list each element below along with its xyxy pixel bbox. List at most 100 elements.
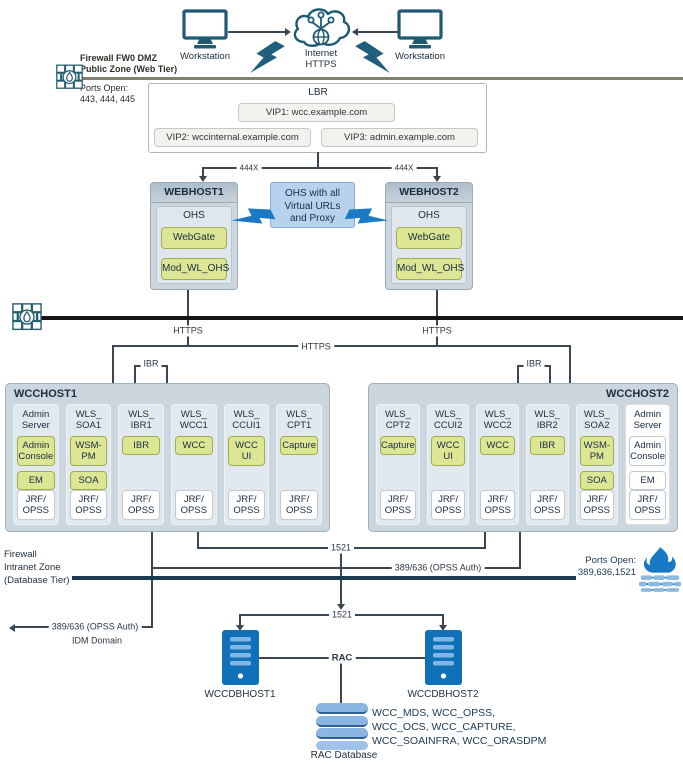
module-capture: Capture: [380, 436, 416, 455]
lightning-bolt-icon: [225, 198, 276, 239]
server-name: WLS_ CCUI1: [232, 409, 261, 431]
module-jrf-opss: JRF/ OPSS: [17, 490, 55, 520]
server-name: WLS_ CPT1: [286, 409, 313, 431]
disk: [316, 703, 368, 714]
column-wls-cpt1: WLS_ CPT1 Capture JRF/ OPSS: [276, 404, 323, 525]
firewall-intranet-icon: [639, 546, 681, 597]
webhost1-title: WEBHOST1: [151, 183, 237, 203]
port-444x-left-label: 444X: [236, 162, 262, 174]
column-wls-soa2: WLS_ SOA2 WSM- PM SOA JRF/ OPSS: [575, 404, 619, 525]
workstation-icon: [396, 8, 444, 55]
connector-line: [442, 614, 444, 626]
arrowhead: [285, 28, 291, 36]
connector-line: [112, 345, 571, 347]
connector-line: [519, 532, 521, 569]
server-name: WLS_ WCC2: [483, 409, 512, 431]
wccdbhost2-label: WCCDBHOST2: [407, 689, 479, 700]
server-name: WLS_ SOA1: [75, 409, 102, 431]
internet-cloud-icon: [289, 4, 353, 57]
module-soa: SOA: [579, 471, 615, 490]
wcchost2-box: WCCHOST2 WLS_ CPT2 Capture JRF/ OPSS WLS…: [368, 383, 678, 532]
https-right-label: HTTPS: [419, 325, 455, 337]
internet-label: Internet HTTPS: [304, 48, 338, 70]
webhost2-title: WEBHOST2: [386, 183, 472, 203]
port-1521-top-label: 1521: [327, 542, 355, 554]
module-soa: SOA: [69, 471, 108, 490]
server-name: WLS_ CPT2: [384, 409, 411, 431]
module-em: EM: [17, 471, 55, 490]
module-mod-wl-ohs: Mod_WL_OHS: [161, 258, 229, 280]
port-444x-right-label: 444X: [391, 162, 417, 174]
module-jrf-opss: JRF/ OPSS: [280, 490, 319, 520]
module-wsm-pm: WSM- PM: [69, 436, 108, 466]
lightning-bolt-icon: [344, 198, 396, 239]
wccdbhost1-label: WCCDBHOST1: [204, 689, 276, 700]
column-wls-soa1: WLS_ SOA1 WSM- PM SOA JRF/ OPSS: [65, 404, 112, 525]
module-jrf-opss: JRF/ OPSS: [430, 490, 466, 520]
module-ibr: IBR: [529, 436, 565, 455]
rac-database-icon: [316, 703, 368, 750]
connector-line: [134, 365, 136, 398]
module-ibr: IBR: [122, 436, 161, 455]
firewall-dmz-line: [80, 77, 683, 80]
module-jrf-opss: JRF/ OPSS: [69, 490, 108, 520]
module-admin-console: Admin Console: [17, 436, 55, 466]
firewall-intranet-ports: Ports Open: 389,636,1521: [577, 555, 636, 578]
connector-line: [436, 167, 438, 177]
wcchost2-columns: WLS_ CPT2 Capture JRF/ OPSS WLS_ CCUI2 W…: [376, 404, 670, 525]
workstation-left-label: Workstation: [180, 51, 230, 62]
column-admin-server: Admin Server Admin Console EM JRF/ OPSS: [13, 404, 59, 525]
server-name: WLS_ WCC1: [179, 409, 208, 431]
column-wls-wcc2: WLS_ WCC2 WCC JRF/ OPSS: [476, 404, 519, 525]
rac-database-label: RAC Database: [310, 750, 378, 761]
vip3-box: VIP3: admin.example.com: [321, 128, 478, 147]
connector-line: [202, 167, 204, 177]
wcchost1-title: WCCHOST1: [14, 388, 77, 400]
disk: [316, 728, 368, 739]
module-jrf-opss: JRF/ OPSS: [629, 490, 666, 520]
connector-line: [228, 31, 285, 33]
firewall-dmz-ports: Ports Open: 443, 444, 445: [80, 83, 136, 104]
column-wls-ccui1: WLS_ CCUI1 WCC UI JRF/ OPSS: [223, 404, 270, 525]
connector-line: [239, 614, 241, 626]
https-center-label: HTTPS: [298, 341, 334, 353]
server-name: WLS_ IBR1: [128, 409, 155, 431]
arrowhead: [439, 625, 447, 631]
module-admin-console: Admin Console: [629, 436, 666, 466]
workstation-icon: [181, 8, 229, 55]
connector-line: [317, 152, 319, 168]
module-wcc: WCC: [480, 436, 515, 455]
server-name: WLS_ CCUI2: [433, 409, 463, 431]
ohs-box: OHS WebGate Mod_WL_OHS: [156, 206, 232, 284]
firewall-dmz-label: Firewall FW0 DMZ Public Zone (Web Tier): [80, 53, 178, 74]
arrowhead: [9, 624, 15, 632]
arrowhead: [236, 625, 244, 631]
column-wls-wcc1: WLS_ WCC1 WCC JRF/ OPSS: [171, 404, 217, 525]
module-mod-wl-ohs: Mod_WL_OHS: [396, 258, 464, 280]
server-name: Admin Server: [633, 409, 662, 431]
wcchost2-title: WCCHOST2: [606, 388, 669, 400]
connector-line: [569, 345, 571, 383]
idm-domain-label: IDM Domain: [71, 635, 123, 646]
lightning-bolt-icon: [243, 35, 285, 86]
firewall-dmz-icon: [56, 64, 83, 96]
database-schemas: WCC_MDS, WCC_OPSS, WCC_OCS, WCC_CAPTURE,…: [372, 707, 547, 747]
arrowhead: [352, 28, 358, 36]
connector-line: [197, 532, 199, 549]
module-wsm-pm: WSM- PM: [579, 436, 615, 466]
vip1-box: VIP1: wcc.example.com: [238, 103, 395, 122]
disk: [316, 740, 368, 750]
firewall-webtier-line: [40, 316, 683, 320]
vip2-box: VIP2: wccinternal.example.com: [154, 128, 311, 147]
opss-auth-label: 389/636 (OPSS Auth): [391, 562, 485, 574]
module-capture: Capture: [280, 436, 319, 455]
column-wls-ibr1: WLS_ IBR1 IBR JRF/ OPSS: [118, 404, 165, 525]
connector-line: [340, 662, 342, 705]
ohs-label: OHS: [183, 210, 205, 221]
module-jrf-opss: JRF/ OPSS: [122, 490, 161, 520]
connector-line: [151, 532, 153, 628]
webhost1-box: WEBHOST1 OHS WebGate Mod_WL_OHS: [150, 182, 238, 290]
lbr-title: LBR: [308, 87, 328, 98]
column-wls-ccui2: WLS_ CCUI2 WCC UI JRF/ OPSS: [426, 404, 470, 525]
